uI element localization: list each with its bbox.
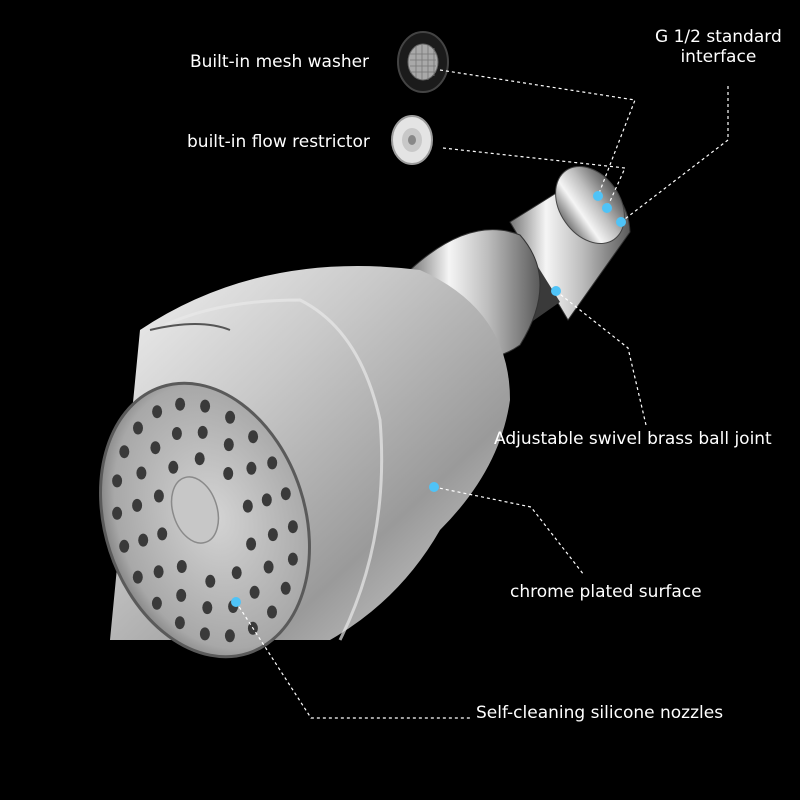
interface-callout-dot — [616, 217, 626, 227]
nozzle — [280, 581, 291, 595]
nozzle — [150, 441, 161, 455]
nozzle — [157, 527, 168, 541]
nozzles-callout-line — [235, 601, 472, 719]
nozzle — [171, 427, 182, 440]
nozzle — [176, 588, 187, 602]
nozzle — [242, 499, 253, 513]
nozzle — [175, 397, 186, 411]
nozzle — [132, 570, 143, 584]
label-silicone-nozzles: Self-cleaning silicone nozzles — [476, 703, 724, 723]
pipe-connector — [409, 166, 631, 359]
flow-restrictor-part — [391, 115, 433, 165]
callout-dots — [231, 191, 626, 607]
nozzle — [119, 445, 130, 459]
nozzle — [153, 565, 164, 579]
nozzle — [176, 560, 187, 573]
nozzle — [205, 574, 216, 588]
nozzle — [132, 498, 143, 512]
restrictor-callout-dot — [602, 203, 612, 213]
nozzle — [267, 605, 277, 619]
nozzle — [267, 528, 278, 542]
washer-callout-dot — [593, 191, 603, 201]
nozzle — [287, 520, 298, 534]
interface-callout-line — [620, 86, 729, 223]
label-interface-line2: interface — [680, 47, 757, 67]
nozzle — [112, 474, 123, 488]
nozzle — [224, 629, 235, 643]
swivel-callout-dot — [551, 286, 561, 296]
nozzle — [246, 537, 257, 551]
chrome-callout-dot — [429, 482, 439, 492]
nozzle — [174, 616, 185, 630]
nozzle — [280, 487, 291, 501]
nozzle — [197, 425, 208, 439]
nozzle — [200, 399, 211, 413]
nozzle — [152, 405, 163, 419]
nozzle — [194, 452, 205, 466]
label-standard-interface: G 1/2 standard interface — [655, 27, 782, 67]
label-swivel-joint: Adjustable swivel brass ball joint — [494, 429, 772, 449]
nozzle — [246, 461, 257, 475]
nozzle — [133, 421, 143, 435]
nozzle-face — [99, 381, 311, 659]
nozzle — [136, 466, 147, 480]
nozzle — [249, 585, 260, 599]
nozzle — [153, 489, 164, 503]
nozzle — [138, 533, 149, 547]
label-flow-restrictor: built-in flow restrictor — [187, 132, 370, 152]
label-mesh-washer: Built-in mesh washer — [190, 52, 370, 72]
nozzle — [225, 410, 236, 424]
nozzle — [287, 552, 298, 566]
label-chrome-surface: chrome plated surface — [510, 582, 702, 602]
chrome-callout-line — [433, 486, 585, 576]
nozzle — [231, 566, 242, 580]
nozzle — [263, 560, 274, 574]
nozzle — [151, 596, 162, 610]
mesh-washer-part — [397, 31, 449, 93]
nozzle — [119, 539, 130, 553]
silicone-nozzles — [112, 397, 298, 643]
swivel-callout-line — [555, 290, 647, 426]
restrictor-callout-line — [442, 147, 626, 209]
nozzle — [112, 506, 123, 520]
nozzle — [267, 456, 278, 470]
nozzle — [223, 467, 234, 480]
nozzle — [202, 601, 213, 615]
nozzle — [261, 493, 272, 507]
nozzle — [168, 460, 179, 474]
nozzle — [199, 627, 210, 641]
nozzles-callout-dot — [231, 597, 241, 607]
washer-callout-line — [439, 69, 636, 197]
nozzle — [223, 438, 234, 452]
callout-lines — [235, 69, 729, 719]
label-interface-line1: G 1/2 standard — [655, 27, 782, 47]
nozzle — [248, 430, 259, 444]
